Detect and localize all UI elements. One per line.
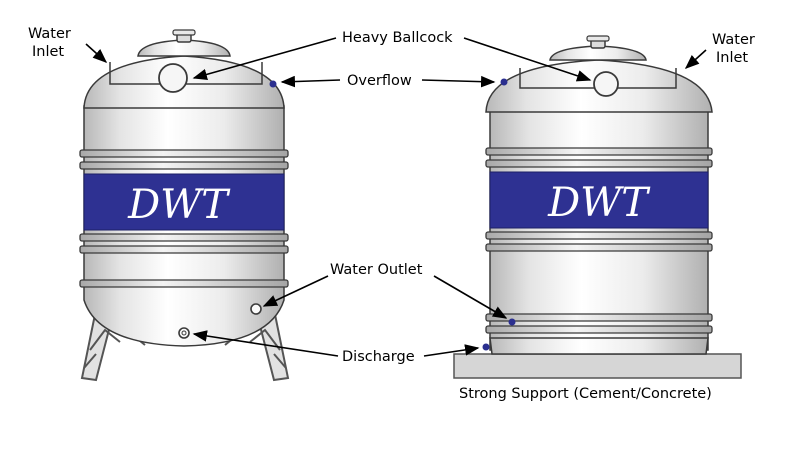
label-water-inlet-left-1: Water — [28, 26, 71, 42]
left-tank-brand-text: DWT — [127, 182, 231, 228]
left-tank-bottom-dome — [83, 281, 285, 347]
right-tank-rings — [485, 147, 713, 334]
right-tank-brand-band — [489, 171, 709, 229]
right-tank-overflow-marker — [500, 78, 508, 86]
label-water-inlet-right-2: Inlet — [716, 50, 748, 66]
right-tank-outlet-marker — [508, 318, 516, 326]
label-heavy-ballcock: Heavy Ballcock — [342, 30, 453, 46]
arrow-ballcock-left — [192, 37, 337, 81]
arrow-overflow-left — [280, 75, 341, 88]
left-tank-rings — [79, 149, 289, 288]
left-tank-outlet — [250, 303, 262, 315]
right-tank-ballcock — [593, 71, 619, 97]
label-strong-support: Strong Support (Cement/Concrete) — [459, 386, 712, 402]
support-slab — [453, 353, 742, 379]
right-tank: DWT — [453, 35, 742, 379]
label-water-inlet-right-1: Water — [712, 32, 755, 48]
label-water-inlet-left-2: Inlet — [32, 44, 64, 60]
arrow-overflow-right — [421, 75, 496, 88]
arrow-discharge-right — [423, 344, 480, 357]
labels: Water Inlet Water Inlet Heavy Ballcock O… — [28, 26, 755, 402]
arrow-ballcock-right — [463, 37, 592, 82]
arrow-water-inlet-left — [85, 43, 108, 63]
right-tank-discharge-marker — [482, 343, 490, 351]
arrow-outlet-left — [262, 275, 329, 307]
label-water-outlet: Water Outlet — [330, 262, 423, 278]
label-discharge: Discharge — [342, 349, 415, 365]
left-tank-brand-band — [83, 173, 285, 231]
arrow-outlet-right — [433, 275, 508, 319]
right-tank-brand-text: DWT — [547, 180, 651, 226]
label-overflow: Overflow — [347, 73, 412, 89]
arrow-discharge-left — [192, 330, 339, 357]
left-tank-discharge — [178, 327, 190, 339]
arrow-water-inlet-right — [684, 49, 707, 69]
left-tank: DWT — [79, 29, 290, 382]
left-tank-overflow-marker — [269, 80, 277, 88]
callout-arrows — [85, 37, 707, 357]
left-tank-ballcock — [158, 63, 188, 93]
right-tank-skirt — [489, 337, 709, 355]
